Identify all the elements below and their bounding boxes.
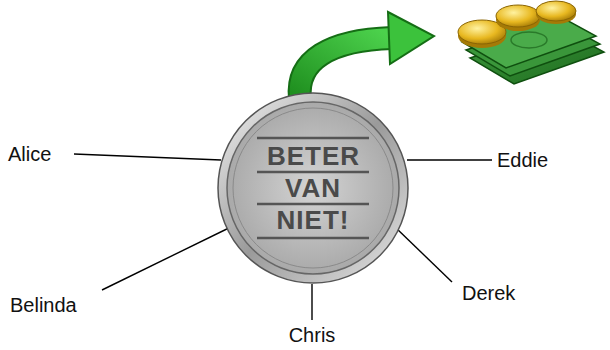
stamp-circle: BETER VAN NIET! bbox=[217, 92, 409, 284]
leader-line bbox=[395, 227, 452, 282]
leader-line bbox=[407, 159, 492, 160]
leader-line bbox=[74, 154, 221, 160]
leader-line bbox=[311, 284, 312, 320]
money-icon bbox=[458, 1, 604, 84]
person-name: Alice bbox=[8, 143, 51, 166]
person-name: Derek bbox=[462, 282, 515, 305]
person-name: Chris bbox=[289, 324, 336, 347]
leader-line bbox=[102, 224, 237, 290]
green-arrow bbox=[300, 12, 434, 98]
person-name: Belinda bbox=[10, 294, 77, 317]
stamp-text: BETER VAN NIET! bbox=[267, 140, 359, 236]
person-name: Eddie bbox=[497, 149, 548, 172]
